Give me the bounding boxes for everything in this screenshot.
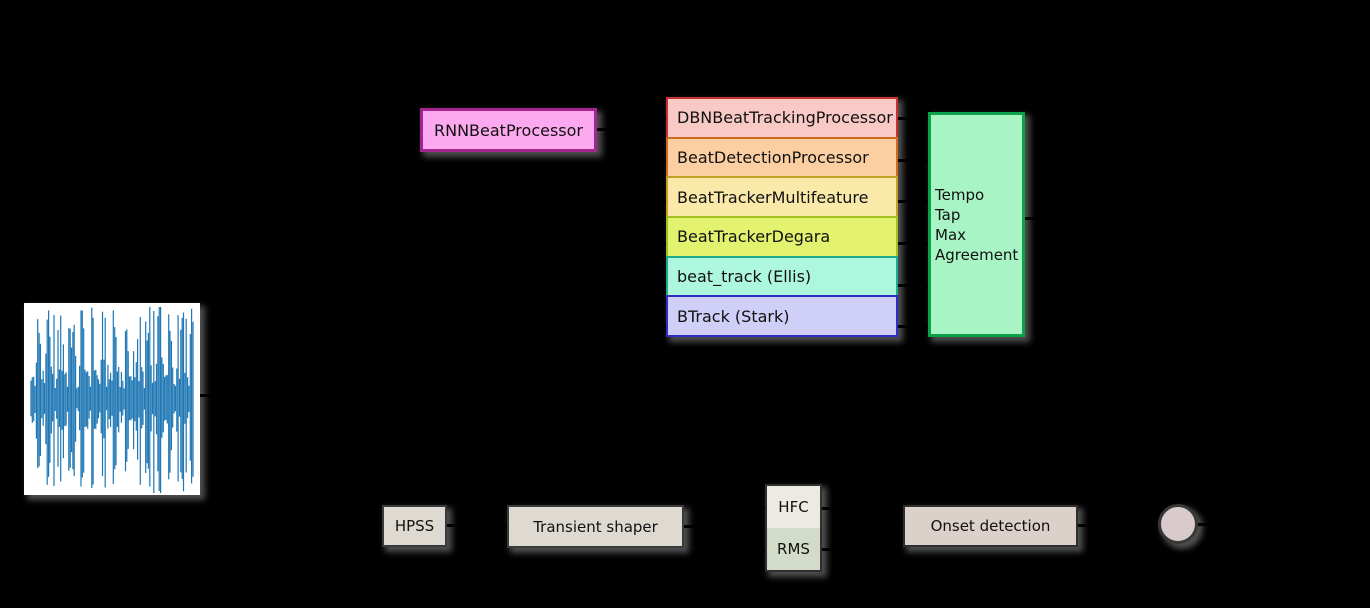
connector-stub <box>200 394 212 397</box>
onset-detection-box: Onset detection <box>903 505 1078 547</box>
beat-tracker-stack: DBNBeatTrackingProcessor BeatDetectionPr… <box>666 97 898 338</box>
connector-stub <box>654 284 666 287</box>
connector-stub <box>597 128 609 131</box>
waveform-plot <box>30 307 194 493</box>
tracker-label: DBNBeatTrackingProcessor <box>677 108 893 128</box>
connector-stub <box>495 525 507 528</box>
connector-stub <box>654 117 666 120</box>
connector-stub <box>654 200 666 203</box>
connector-stub <box>1078 524 1090 527</box>
agreement-line: Tempo <box>935 185 985 204</box>
connector-stub <box>898 117 928 120</box>
transient-shaper-box: Transient shaper <box>507 505 684 548</box>
rms-label: RMS <box>777 540 810 558</box>
hpss-label: HPSS <box>394 517 435 535</box>
hfc-box: HFC <box>767 486 820 528</box>
audio-waveform-image <box>24 303 200 495</box>
tracker-row-beatdetection: BeatDetectionProcessor <box>666 136 898 179</box>
rnn-beat-processor-label: RNNBeatProcessor <box>433 120 583 140</box>
agreement-line: Agreement <box>935 245 1019 264</box>
tracker-label: beat_track (Ellis) <box>677 267 812 287</box>
tracker-label: BTrack (Stark) <box>677 306 790 326</box>
hfc-rms-stack: HFC RMS <box>765 484 822 572</box>
tracker-label: BeatTrackerDegara <box>677 227 831 247</box>
connector-stub <box>891 524 903 527</box>
tracker-label: BeatTrackerMultifeature <box>677 187 869 207</box>
connector-stub <box>684 525 696 528</box>
connector-stub <box>822 507 834 510</box>
connector-stub <box>753 507 765 510</box>
merge-circle-node <box>1158 504 1198 544</box>
connector-stub <box>822 548 834 551</box>
connector-stub <box>654 159 666 162</box>
connector-stub <box>898 284 928 287</box>
agreement-line: Tap <box>935 205 961 224</box>
tracker-label: BeatDetectionProcessor <box>677 148 869 168</box>
hpss-box: HPSS <box>382 505 447 547</box>
connector-stub <box>654 242 666 245</box>
transient-shaper-label: Transient shaper <box>533 517 658 536</box>
tracker-row-multifeature: BeatTrackerMultifeature <box>666 176 898 219</box>
connector-stub <box>447 524 459 527</box>
connector-stub <box>898 242 928 245</box>
connector-stub <box>753 548 765 551</box>
rms-box: RMS <box>767 528 820 570</box>
connector-stub <box>370 524 382 527</box>
hfc-label: HFC <box>778 498 809 516</box>
connector-stub <box>1146 513 1158 516</box>
tracker-row-degara: BeatTrackerDegara <box>666 216 898 258</box>
agreement-line: Max <box>935 225 967 244</box>
connector-stub <box>1198 523 1210 526</box>
connector-stub <box>898 159 928 162</box>
connector-stub <box>898 325 928 328</box>
onset-detection-label: Onset detection <box>930 517 1051 535</box>
tracker-row-dbn: DBNBeatTrackingProcessor <box>666 97 898 139</box>
connector-stub <box>1025 217 1037 220</box>
connector-stub <box>1146 533 1158 536</box>
tracker-row-ellis: beat_track (Ellis) <box>666 255 898 298</box>
tracker-row-btrack: BTrack (Stark) <box>666 295 898 338</box>
rnn-beat-processor-box: RNNBeatProcessor <box>420 108 597 152</box>
connector-stub <box>408 128 420 131</box>
connector-stub <box>654 325 666 328</box>
tempo-tap-max-agreement-box: Tempo Tap Max Agreement <box>928 112 1025 337</box>
connector-stub <box>898 200 928 203</box>
